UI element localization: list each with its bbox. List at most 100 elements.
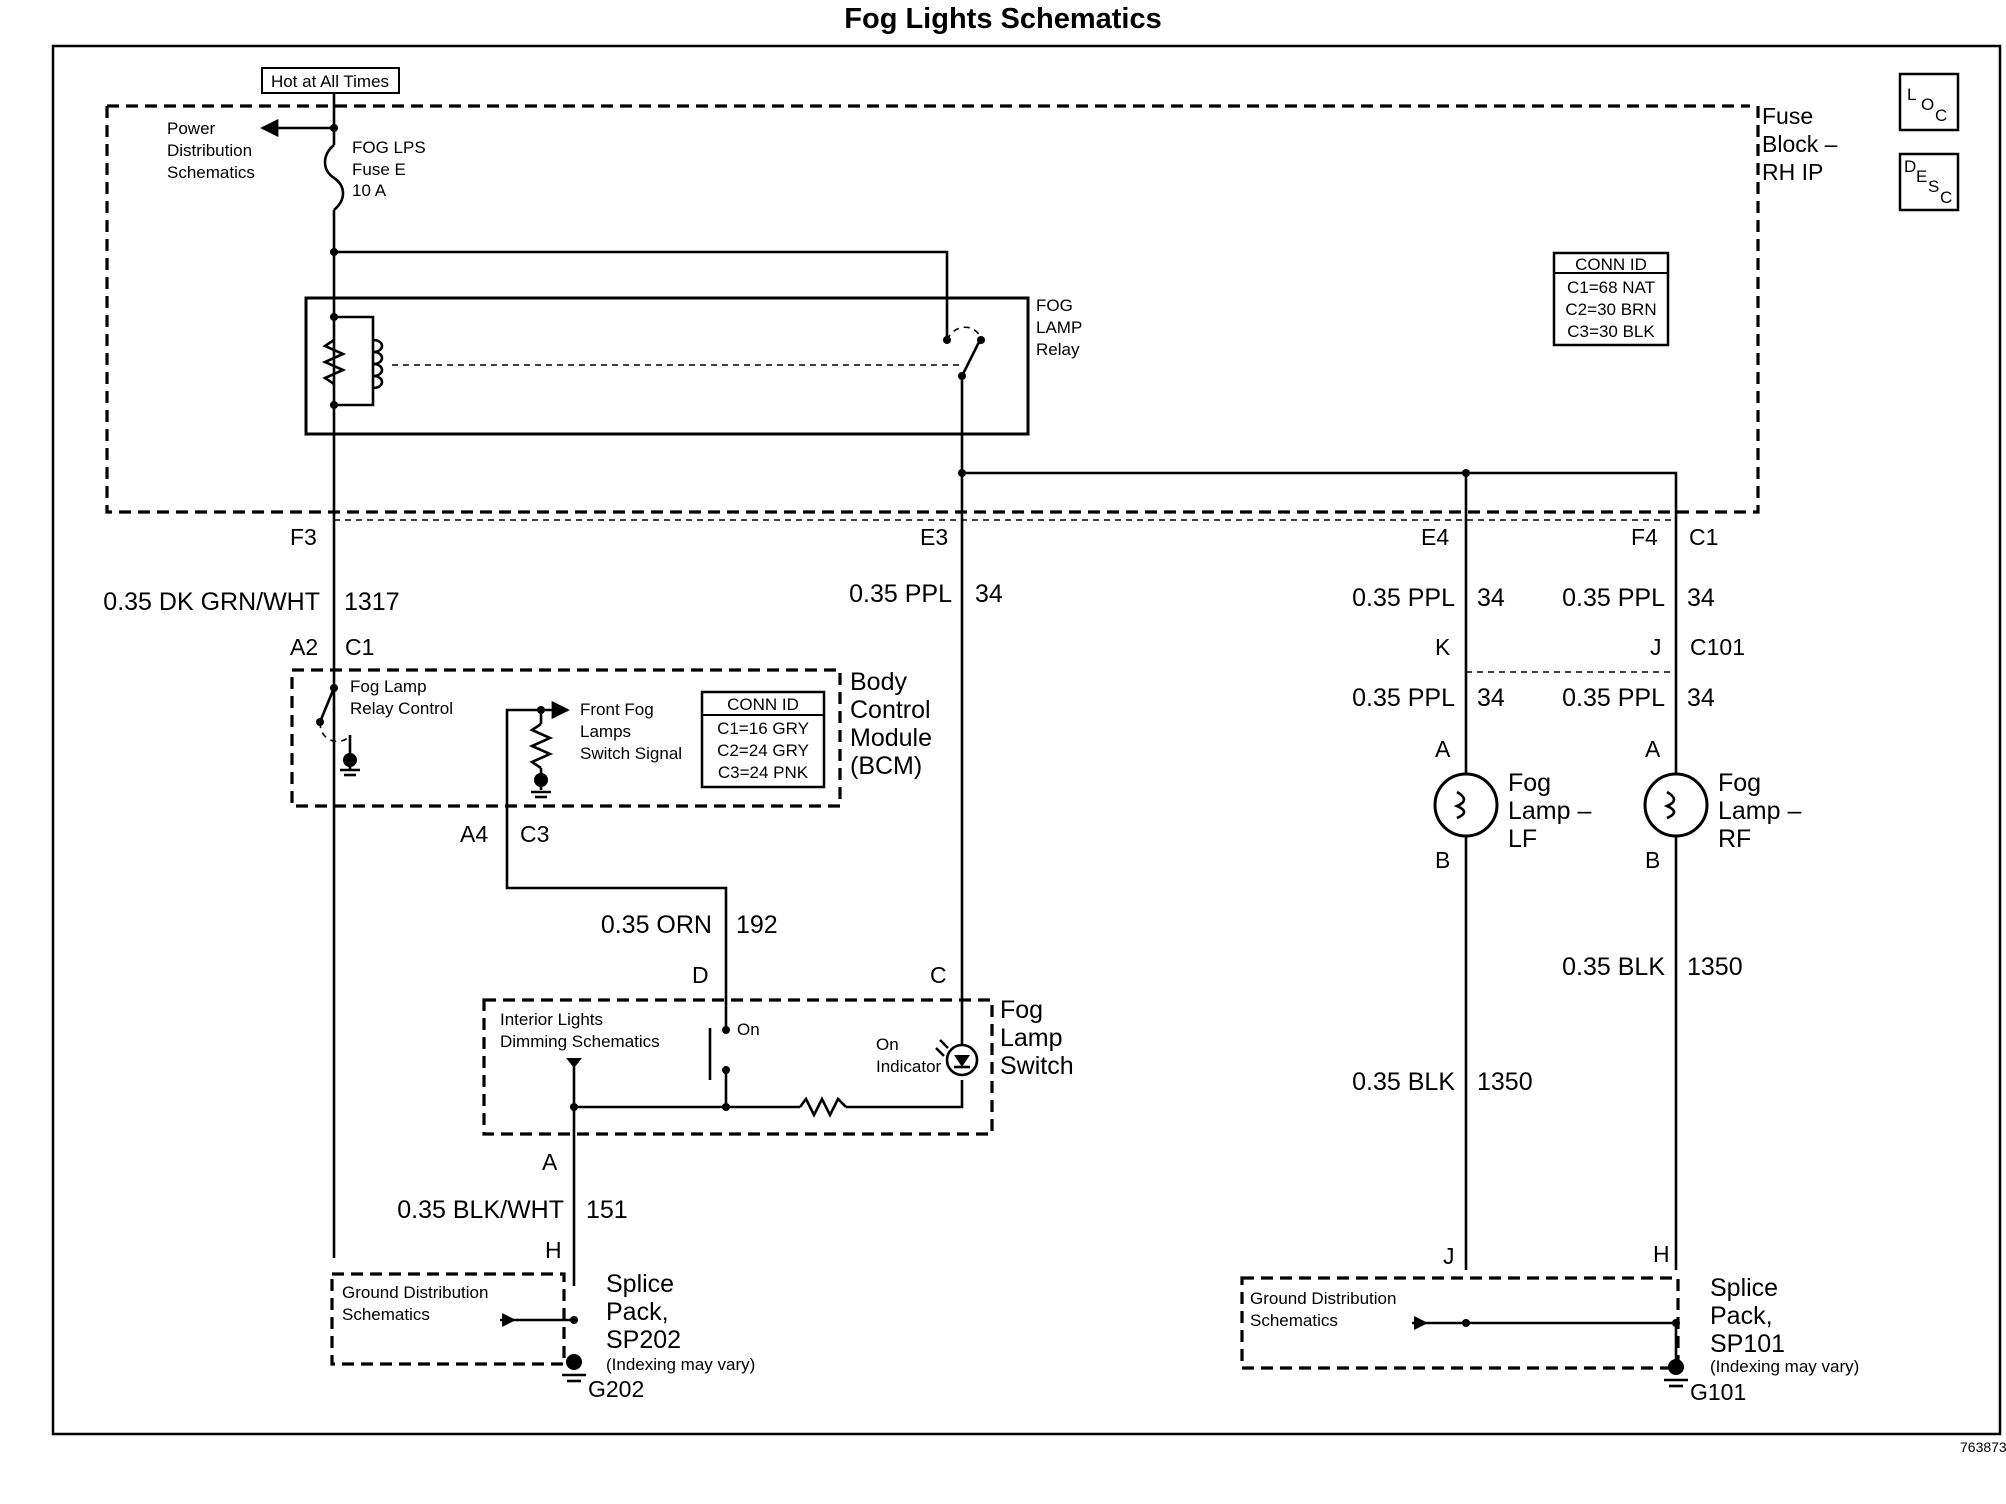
bcm-switch-signal-2: Lamps: [580, 722, 631, 741]
switch-dimming-1: Interior Lights: [500, 1010, 603, 1029]
sp202-ground-1: Ground Distribution: [342, 1283, 488, 1302]
svg-text:O: O: [1921, 95, 1934, 114]
relay-label-1: FOG: [1036, 296, 1073, 315]
wire-e3-num: 34: [975, 580, 1003, 608]
switch-dimming-2: Dimming Schematics: [500, 1032, 660, 1051]
diagram-title: Fog Lights Schematics: [844, 3, 1161, 35]
svg-text:C3=30 BLK: C3=30 BLK: [1567, 322, 1655, 341]
diagram-frame: [51, 44, 2002, 1436]
power-label-2: Distribution: [167, 141, 252, 160]
relay-label-3: Relay: [1036, 340, 1080, 359]
fuse-block-label-1: Fuse: [1762, 103, 1813, 129]
bcm-outline: [290, 668, 842, 808]
sp101-name-2: Pack,: [1710, 1302, 1773, 1330]
svg-text:E: E: [1916, 167, 1927, 186]
svg-text:C1=16 GRY: C1=16 GRY: [717, 719, 809, 738]
switch-on-label: On: [737, 1020, 760, 1039]
switch-indicator-2: Indicator: [876, 1057, 942, 1076]
lamp-rf-pin-a: A: [1645, 736, 1661, 762]
wire-e3-size: 0.35 PPL: [849, 580, 952, 608]
wire-k-size: 0.35 PPL: [1352, 684, 1455, 712]
description-icon[interactable]: D E S C: [1898, 152, 1960, 212]
hot-label-box: [261, 67, 400, 94]
pin-c1-bcm: C1: [345, 634, 374, 660]
sp101-pin-j: J: [1443, 1243, 1455, 1269]
relay-label-2: LAMP: [1036, 318, 1082, 337]
bcm-name-2: Control: [850, 696, 931, 724]
lamp-lf-pin-a: A: [1435, 736, 1451, 762]
bcm-relay-control-1: Fog Lamp: [350, 677, 427, 696]
wire-f4-num: 34: [1687, 584, 1715, 612]
relay-resistor: [321, 338, 347, 386]
wire-192-num: 192: [736, 911, 778, 939]
sp202-ground-id: G202: [588, 1376, 644, 1402]
svg-text:CONN ID: CONN ID: [727, 695, 799, 714]
pin-c3: C3: [520, 821, 549, 847]
power-label-1: Power: [167, 119, 216, 138]
fuse-label-1: FOG LPS: [352, 138, 426, 157]
location-icon[interactable]: L O C: [1898, 72, 1960, 132]
lamp-rf-pin-b: B: [1645, 847, 1660, 873]
sp202-name-2: Pack,: [606, 1298, 669, 1326]
sp202-ground-2: Schematics: [342, 1305, 430, 1324]
pin-f4: F4: [1631, 524, 1658, 550]
bcm-name-1: Body: [850, 668, 907, 696]
sp101-note: (Indexing may vary): [1710, 1357, 1859, 1376]
wire-lf-blk-size: 0.35 BLK: [1352, 1068, 1455, 1096]
pin-k: K: [1435, 634, 1451, 660]
bcm-switch-signal-1: Front Fog: [580, 700, 654, 719]
bcm-relay-control-2: Relay Control: [350, 699, 453, 718]
pin-a2: A2: [290, 634, 318, 660]
lamp-rf-label-1: Fog: [1718, 769, 1761, 797]
pin-e4: E4: [1421, 524, 1449, 550]
wire-1317-num: 1317: [344, 588, 400, 616]
fuse-conn-id-table: CONN ID C1=68 NAT C2=30 BRN C3=30 BLK: [1552, 251, 1670, 347]
svg-text:C3=24 PNK: C3=24 PNK: [718, 763, 809, 782]
wire-151-num: 151: [586, 1196, 628, 1224]
pin-a4: A4: [460, 821, 488, 847]
sp202-note: (Indexing may vary): [606, 1355, 755, 1374]
switch-name-3: Switch: [1000, 1052, 1074, 1080]
wire-j-size: 0.35 PPL: [1562, 684, 1665, 712]
hot-label: Hot at All Times: [271, 72, 389, 91]
lamp-rf-label-2: Lamp –: [1718, 797, 1801, 825]
wire-rf-blk-size: 0.35 BLK: [1562, 953, 1665, 981]
svg-text:C1=68 NAT: C1=68 NAT: [1567, 278, 1655, 297]
svg-text:C: C: [1940, 188, 1952, 207]
sp101-ground-2: Schematics: [1250, 1311, 1338, 1330]
sp101-name-1: Splice: [1710, 1274, 1778, 1302]
sp202-name-1: Splice: [606, 1270, 674, 1298]
sp101-pin-h: H: [1653, 1241, 1670, 1267]
wire-e4-size: 0.35 PPL: [1352, 584, 1455, 612]
wire-j-num: 34: [1687, 684, 1715, 712]
fuse-label-2: Fuse E: [352, 160, 406, 179]
bcm-switch-signal-3: Switch Signal: [580, 744, 682, 763]
svg-text:L: L: [1907, 85, 1916, 104]
sp101-ground-1: Ground Distribution: [1250, 1289, 1396, 1308]
sp202-pin-h: H: [545, 1237, 562, 1263]
bcm-conn-id-table: CONN ID C1=16 GRY C2=24 GRY C3=24 PNK: [700, 690, 826, 789]
switch-name-1: Fog: [1000, 996, 1043, 1024]
pin-c1-top: C1: [1689, 524, 1718, 550]
lamp-lf-pin-b: B: [1435, 847, 1450, 873]
fuse-label-3: 10 A: [352, 181, 387, 200]
pin-j: J: [1650, 634, 1662, 660]
connector-c101: C101: [1690, 634, 1745, 660]
wire-rf-blk-num: 1350: [1687, 953, 1743, 981]
fuse-block-outline: [105, 104, 1760, 514]
switch-pin-c: C: [930, 962, 947, 988]
fuse-block-label-3: RH IP: [1762, 159, 1823, 185]
switch-pin-a: A: [542, 1149, 558, 1175]
wire-192-size: 0.35 ORN: [601, 911, 712, 939]
relay-coil: [372, 338, 384, 390]
fog-lamp-lf: [1433, 772, 1499, 838]
svg-text:CONN ID: CONN ID: [1575, 255, 1647, 274]
sp101-ground-id: G101: [1690, 1379, 1746, 1405]
wire-k-num: 34: [1477, 684, 1505, 712]
wire-lf-blk-num: 1350: [1477, 1068, 1533, 1096]
wire-f4-size: 0.35 PPL: [1562, 584, 1665, 612]
switch-indicator-1: On: [876, 1035, 899, 1054]
fog-lamp-rf: [1643, 772, 1709, 838]
fog-lamp-relay: [304, 296, 1030, 436]
sp202-name-3: SP202: [606, 1326, 681, 1354]
